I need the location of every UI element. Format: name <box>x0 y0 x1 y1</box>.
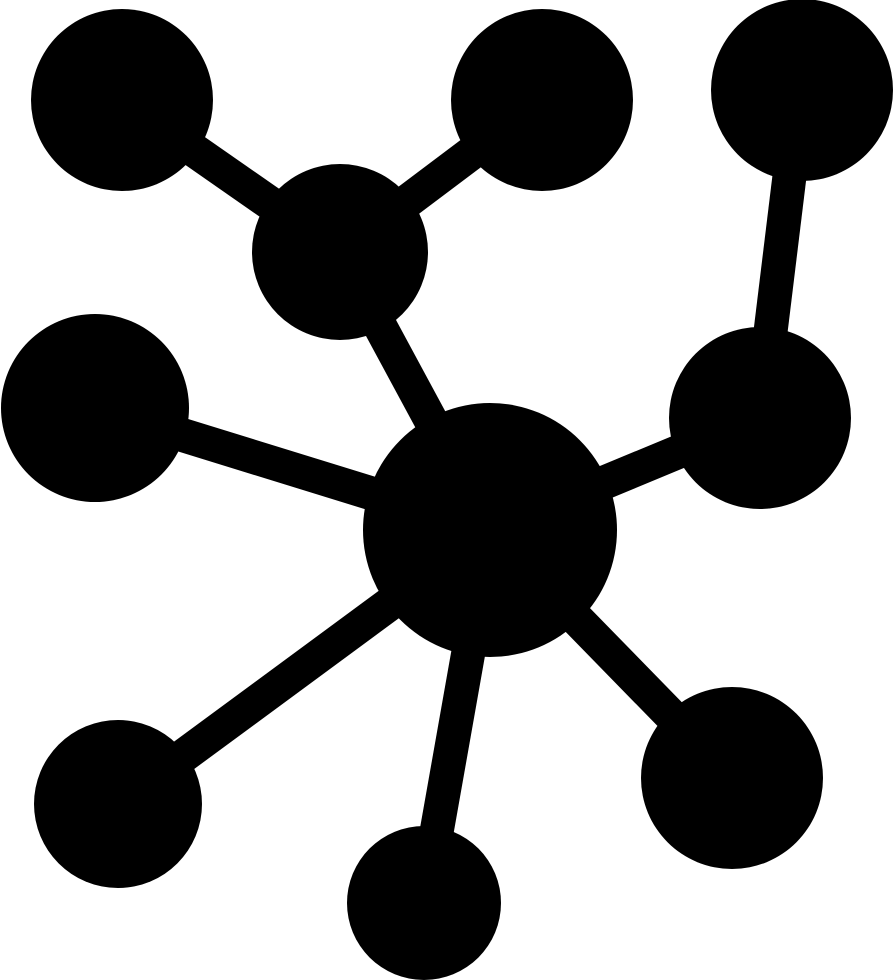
node-upper-center <box>252 164 428 340</box>
node-bottom-left <box>34 720 202 888</box>
node-hub <box>363 403 617 657</box>
node-top-left <box>31 9 213 191</box>
node-bottom-right <box>641 687 823 869</box>
node-top-right <box>711 0 893 181</box>
node-top-middle <box>451 9 633 191</box>
node-right <box>669 327 851 509</box>
node-bottom-center <box>347 826 501 980</box>
node-left <box>1 314 189 502</box>
